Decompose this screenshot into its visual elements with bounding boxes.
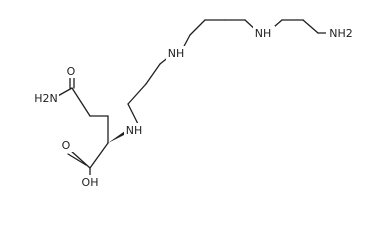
atom-acid-oh: OH <box>82 176 99 189</box>
bond-layer <box>55 19 327 177</box>
atom-chain-nh-2: NH <box>255 27 272 40</box>
bond-c9-c10 <box>302 19 319 34</box>
bond-c2-c3 <box>145 63 161 85</box>
bond-calpha-nh-wedge <box>108 131 125 143</box>
bond-amide-c-ch2 <box>71 87 91 117</box>
bond-acid-c-o-2 <box>67 153 87 166</box>
bond-calpha-cooh <box>89 142 109 169</box>
atom-chain-nh-1: NH <box>168 47 185 60</box>
atom-label-layer: O H2N NH NH NH NH2 O OH <box>33 26 356 189</box>
atom-amide-o: O <box>67 65 76 78</box>
bond-acid-c-o-1 <box>69 149 91 169</box>
atom-terminal-nh2: NH2 <box>329 27 353 40</box>
atom-amide-nh2: H2N <box>34 92 58 105</box>
atom-acid-o: O <box>62 139 71 152</box>
bond-c4-c5 <box>189 19 206 36</box>
atom-alpha-nh: NH <box>126 124 143 137</box>
bond-c1-c2 <box>127 83 147 105</box>
molecule-diagram: O H2N NH NH NH NH2 O OH <box>33 19 356 189</box>
bond-nh-c1 <box>127 103 139 125</box>
